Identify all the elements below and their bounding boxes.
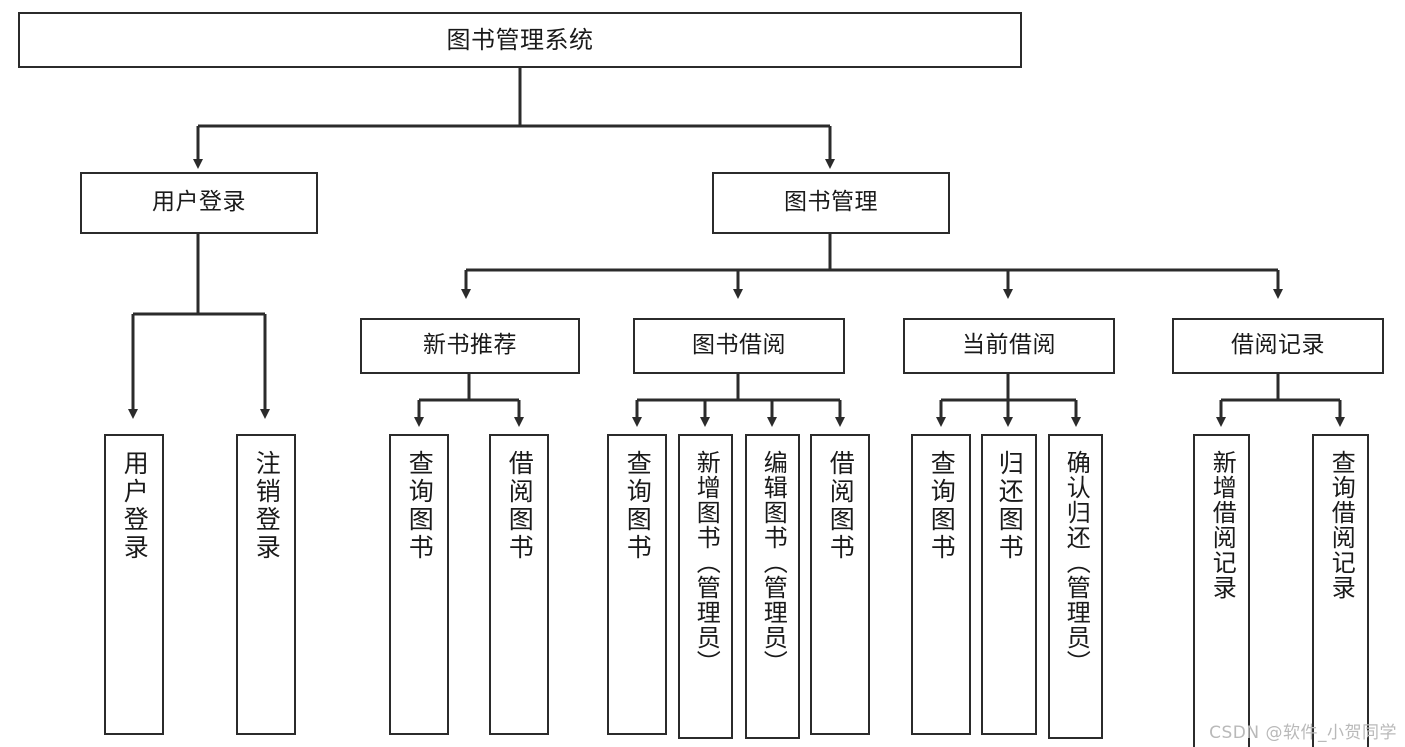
leaf-query-book-current[interactable]: 查询图书 <box>911 434 971 735</box>
node-label: 用户登录 <box>152 189 246 216</box>
leaf-query-book-recommend[interactable]: 查询图书 <box>389 434 449 735</box>
node-current-borrow[interactable]: 当前借阅 <box>903 318 1115 374</box>
node-user-login[interactable]: 用户登录 <box>80 172 318 234</box>
node-label: 新增借阅记录 <box>1208 450 1237 600</box>
leaf-borrow-book[interactable]: 借阅图书 <box>810 434 870 735</box>
node-label: 图书管理 <box>784 189 878 216</box>
node-label: 用户登录 <box>120 450 150 562</box>
node-label: 新增图书（管理员） <box>692 450 721 675</box>
node-label: 图书管理系统 <box>446 25 594 54</box>
node-borrow-record[interactable]: 借阅记录 <box>1172 318 1384 374</box>
node-label: 查询借阅记录 <box>1327 450 1356 600</box>
csdn-watermark: CSDN @软件_小贺同学 <box>1209 723 1397 743</box>
node-book-borrow[interactable]: 图书借阅 <box>633 318 845 374</box>
node-label: 图书借阅 <box>692 332 786 359</box>
leaf-logout-login[interactable]: 注销登录 <box>236 434 296 735</box>
node-label: 查询图书 <box>623 450 653 562</box>
node-label: 注销登录 <box>252 450 282 562</box>
leaf-user-login[interactable]: 用户登录 <box>104 434 164 735</box>
node-label: 编辑图书（管理员） <box>759 450 788 675</box>
node-label: 归还图书 <box>995 450 1025 562</box>
leaf-return-book[interactable]: 归还图书 <box>981 434 1037 735</box>
leaf-edit-book-admin[interactable]: 编辑图书（管理员） <box>745 434 800 739</box>
node-label: 借阅图书 <box>505 450 535 562</box>
node-label: 借阅图书 <box>826 450 856 562</box>
leaf-add-book-admin[interactable]: 新增图书（管理员） <box>678 434 733 739</box>
node-label: 查询图书 <box>405 450 435 562</box>
leaf-add-borrow-record[interactable]: 新增借阅记录 <box>1193 434 1250 747</box>
node-label: 查询图书 <box>927 450 957 562</box>
node-label: 当前借阅 <box>962 332 1056 359</box>
node-root-book-management-system[interactable]: 图书管理系统 <box>18 12 1022 68</box>
node-new-book-recommend[interactable]: 新书推荐 <box>360 318 580 374</box>
node-book-management[interactable]: 图书管理 <box>712 172 950 234</box>
node-label: 确认归还（管理员） <box>1062 450 1091 675</box>
leaf-query-borrow-record[interactable]: 查询借阅记录 <box>1312 434 1369 747</box>
leaf-borrow-book-recommend[interactable]: 借阅图书 <box>489 434 549 735</box>
leaf-query-book-borrow[interactable]: 查询图书 <box>607 434 667 735</box>
node-label: 新书推荐 <box>423 332 517 359</box>
node-label: 借阅记录 <box>1231 332 1325 359</box>
leaf-confirm-return-admin[interactable]: 确认归还（管理员） <box>1048 434 1103 739</box>
